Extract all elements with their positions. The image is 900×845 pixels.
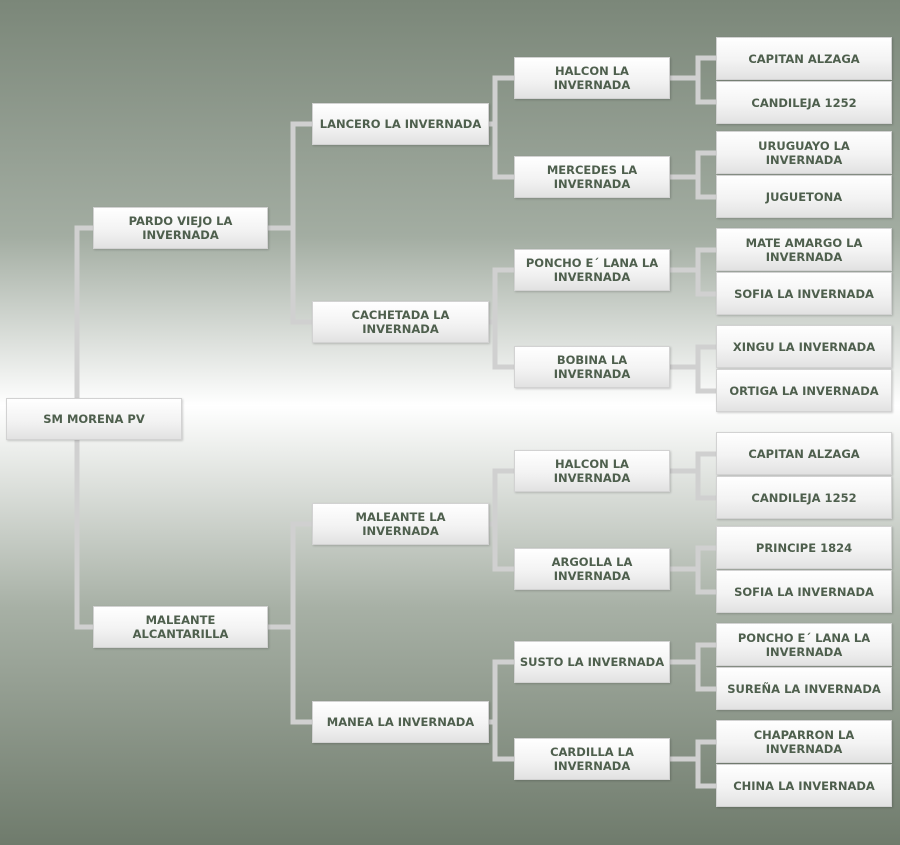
sire-sire-node: LANCERO LA INVERNADA (312, 103, 489, 145)
gen3-node: HALCON LA INVERNADA (514, 450, 670, 492)
gen4-node: CHINA LA INVERNADA (716, 764, 892, 807)
gen4-node: SOFIA LA INVERNADA (716, 272, 892, 315)
gen3-node: BOBINA LA INVERNADA (514, 346, 670, 388)
dam-sire-node: MALEANTE LA INVERNADA (312, 503, 489, 545)
gen4-node: CAPITAN ALZAGA (716, 37, 892, 80)
gen4-node: PRINCIPE 1824 (716, 526, 892, 569)
gen3-node: MERCEDES LA INVERNADA (514, 156, 670, 198)
gen3-node: ARGOLLA LA INVERNADA (514, 548, 670, 590)
gen4-node: CHAPARRON LA INVERNADA (716, 720, 892, 763)
gen4-node: MATE AMARGO LA INVERNADA (716, 228, 892, 271)
gen4-node: SOFIA LA INVERNADA (716, 570, 892, 613)
subject-node: SM MORENA PV (6, 398, 182, 440)
sire-dam-node: CACHETADA LA INVERNADA (312, 301, 489, 343)
gen3-node: CARDILLA LA INVERNADA (514, 738, 670, 780)
gen3-node: HALCON LA INVERNADA (514, 57, 670, 99)
gen3-node: SUSTO LA INVERNADA (514, 641, 670, 683)
gen4-node: ORTIGA LA INVERNADA (716, 369, 892, 412)
gen4-node: PONCHO E´ LANA LA INVERNADA (716, 623, 892, 666)
gen4-node: XINGU LA INVERNADA (716, 325, 892, 368)
sire-node: PARDO VIEJO LA INVERNADA (93, 207, 268, 249)
gen4-node: CAPITAN ALZAGA (716, 432, 892, 475)
gen3-node: PONCHO E´ LANA LA INVERNADA (514, 249, 670, 291)
gen4-node: CANDILEJA 1252 (716, 81, 892, 124)
gen4-node: JUGUETONA (716, 175, 892, 218)
gen4-node: SUREÑA LA INVERNADA (716, 667, 892, 710)
gen4-node: URUGUAYO LA INVERNADA (716, 131, 892, 174)
dam-node: MALEANTE ALCANTARILLA (93, 606, 268, 648)
dam-dam-node: MANEA LA INVERNADA (312, 701, 489, 743)
gen4-node: CANDILEJA 1252 (716, 476, 892, 519)
